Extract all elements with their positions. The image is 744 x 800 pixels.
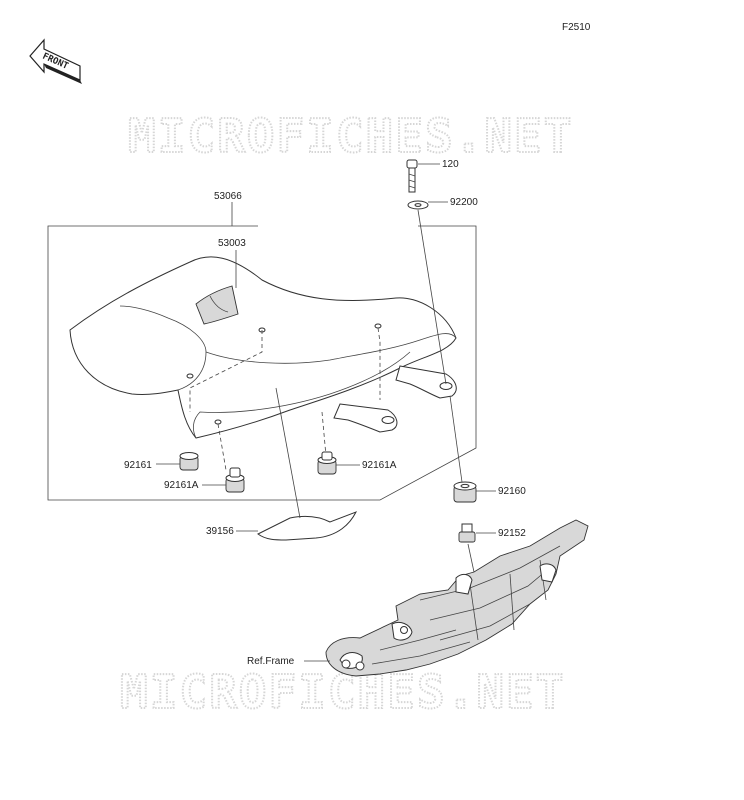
label-120: 120 bbox=[442, 159, 459, 170]
label-92200: 92200 bbox=[450, 197, 478, 208]
watermark-top: MICROFICHES.NET bbox=[128, 109, 573, 163]
front-arrow-icon: FRONT bbox=[29, 38, 82, 84]
label-92161: 92161 bbox=[124, 460, 152, 471]
grommet-92161 bbox=[179, 452, 199, 471]
label-53003: 53003 bbox=[218, 238, 246, 249]
label-92161a-left: 92161A bbox=[164, 480, 199, 491]
watermark-bottom: MICROFICHES.NET bbox=[120, 665, 565, 719]
assembly-box bbox=[47, 225, 477, 501]
label-39156: 39156 bbox=[206, 526, 234, 537]
label-92152: 92152 bbox=[498, 528, 526, 539]
label-53066: 53066 bbox=[214, 191, 242, 202]
grommet-92160 bbox=[453, 481, 477, 503]
grommet-92161a-left bbox=[225, 467, 245, 493]
collar-92152 bbox=[458, 523, 476, 543]
label-ref-frame: Ref.Frame bbox=[247, 656, 295, 667]
grommet-92161a-right bbox=[317, 451, 337, 475]
pad-39156 bbox=[257, 511, 358, 541]
label-92160: 92160 bbox=[498, 486, 526, 497]
washer-92200 bbox=[407, 200, 429, 210]
label-92161a-right: 92161A bbox=[362, 460, 397, 471]
bolt-120 bbox=[406, 159, 418, 193]
figure-code: F2510 bbox=[562, 22, 591, 33]
frame bbox=[325, 519, 589, 677]
seat bbox=[69, 256, 457, 439]
